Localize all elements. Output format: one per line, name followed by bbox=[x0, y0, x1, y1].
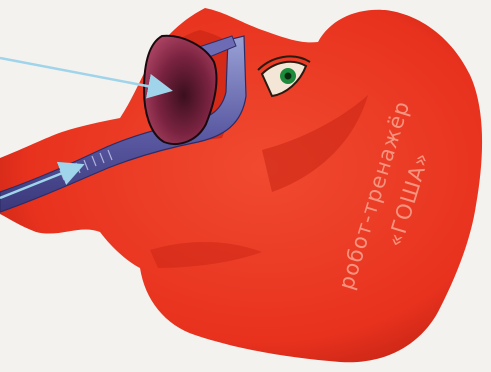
pointer-arrow-upper bbox=[0, 58, 168, 90]
